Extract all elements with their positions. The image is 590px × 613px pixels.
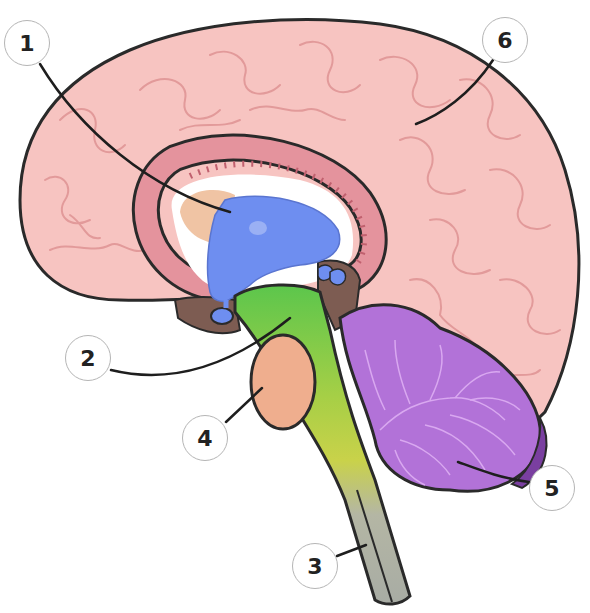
leader-line <box>226 388 262 422</box>
leader-line <box>416 60 493 124</box>
pituitary <box>211 308 233 324</box>
callout-circle: 4 <box>182 415 228 461</box>
leader-line <box>40 64 230 212</box>
pons <box>251 335 315 429</box>
pineal-2 <box>330 269 346 285</box>
leader-line <box>111 318 290 375</box>
callout-circle: 6 <box>482 17 528 63</box>
arbor-vitae <box>365 340 520 485</box>
callout-number: 4 <box>197 426 212 451</box>
hypothalamus-floor <box>175 297 240 333</box>
callout-number: 5 <box>544 476 559 501</box>
callout-number: 6 <box>497 28 512 53</box>
callout-number: 1 <box>19 31 34 56</box>
leader-line <box>458 462 529 482</box>
callout-number: 2 <box>80 346 95 371</box>
thalamus-highlight <box>249 221 267 235</box>
callout-circle: 3 <box>292 543 338 589</box>
callout-circle: 1 <box>4 20 50 66</box>
brainstem <box>235 285 410 604</box>
callout-circle: 5 <box>529 465 575 511</box>
leader-lines <box>40 60 529 556</box>
callout-circle: 2 <box>65 335 111 381</box>
callout-number: 3 <box>307 554 322 579</box>
pituitary-stalk <box>224 300 229 308</box>
leader-line <box>337 545 366 556</box>
